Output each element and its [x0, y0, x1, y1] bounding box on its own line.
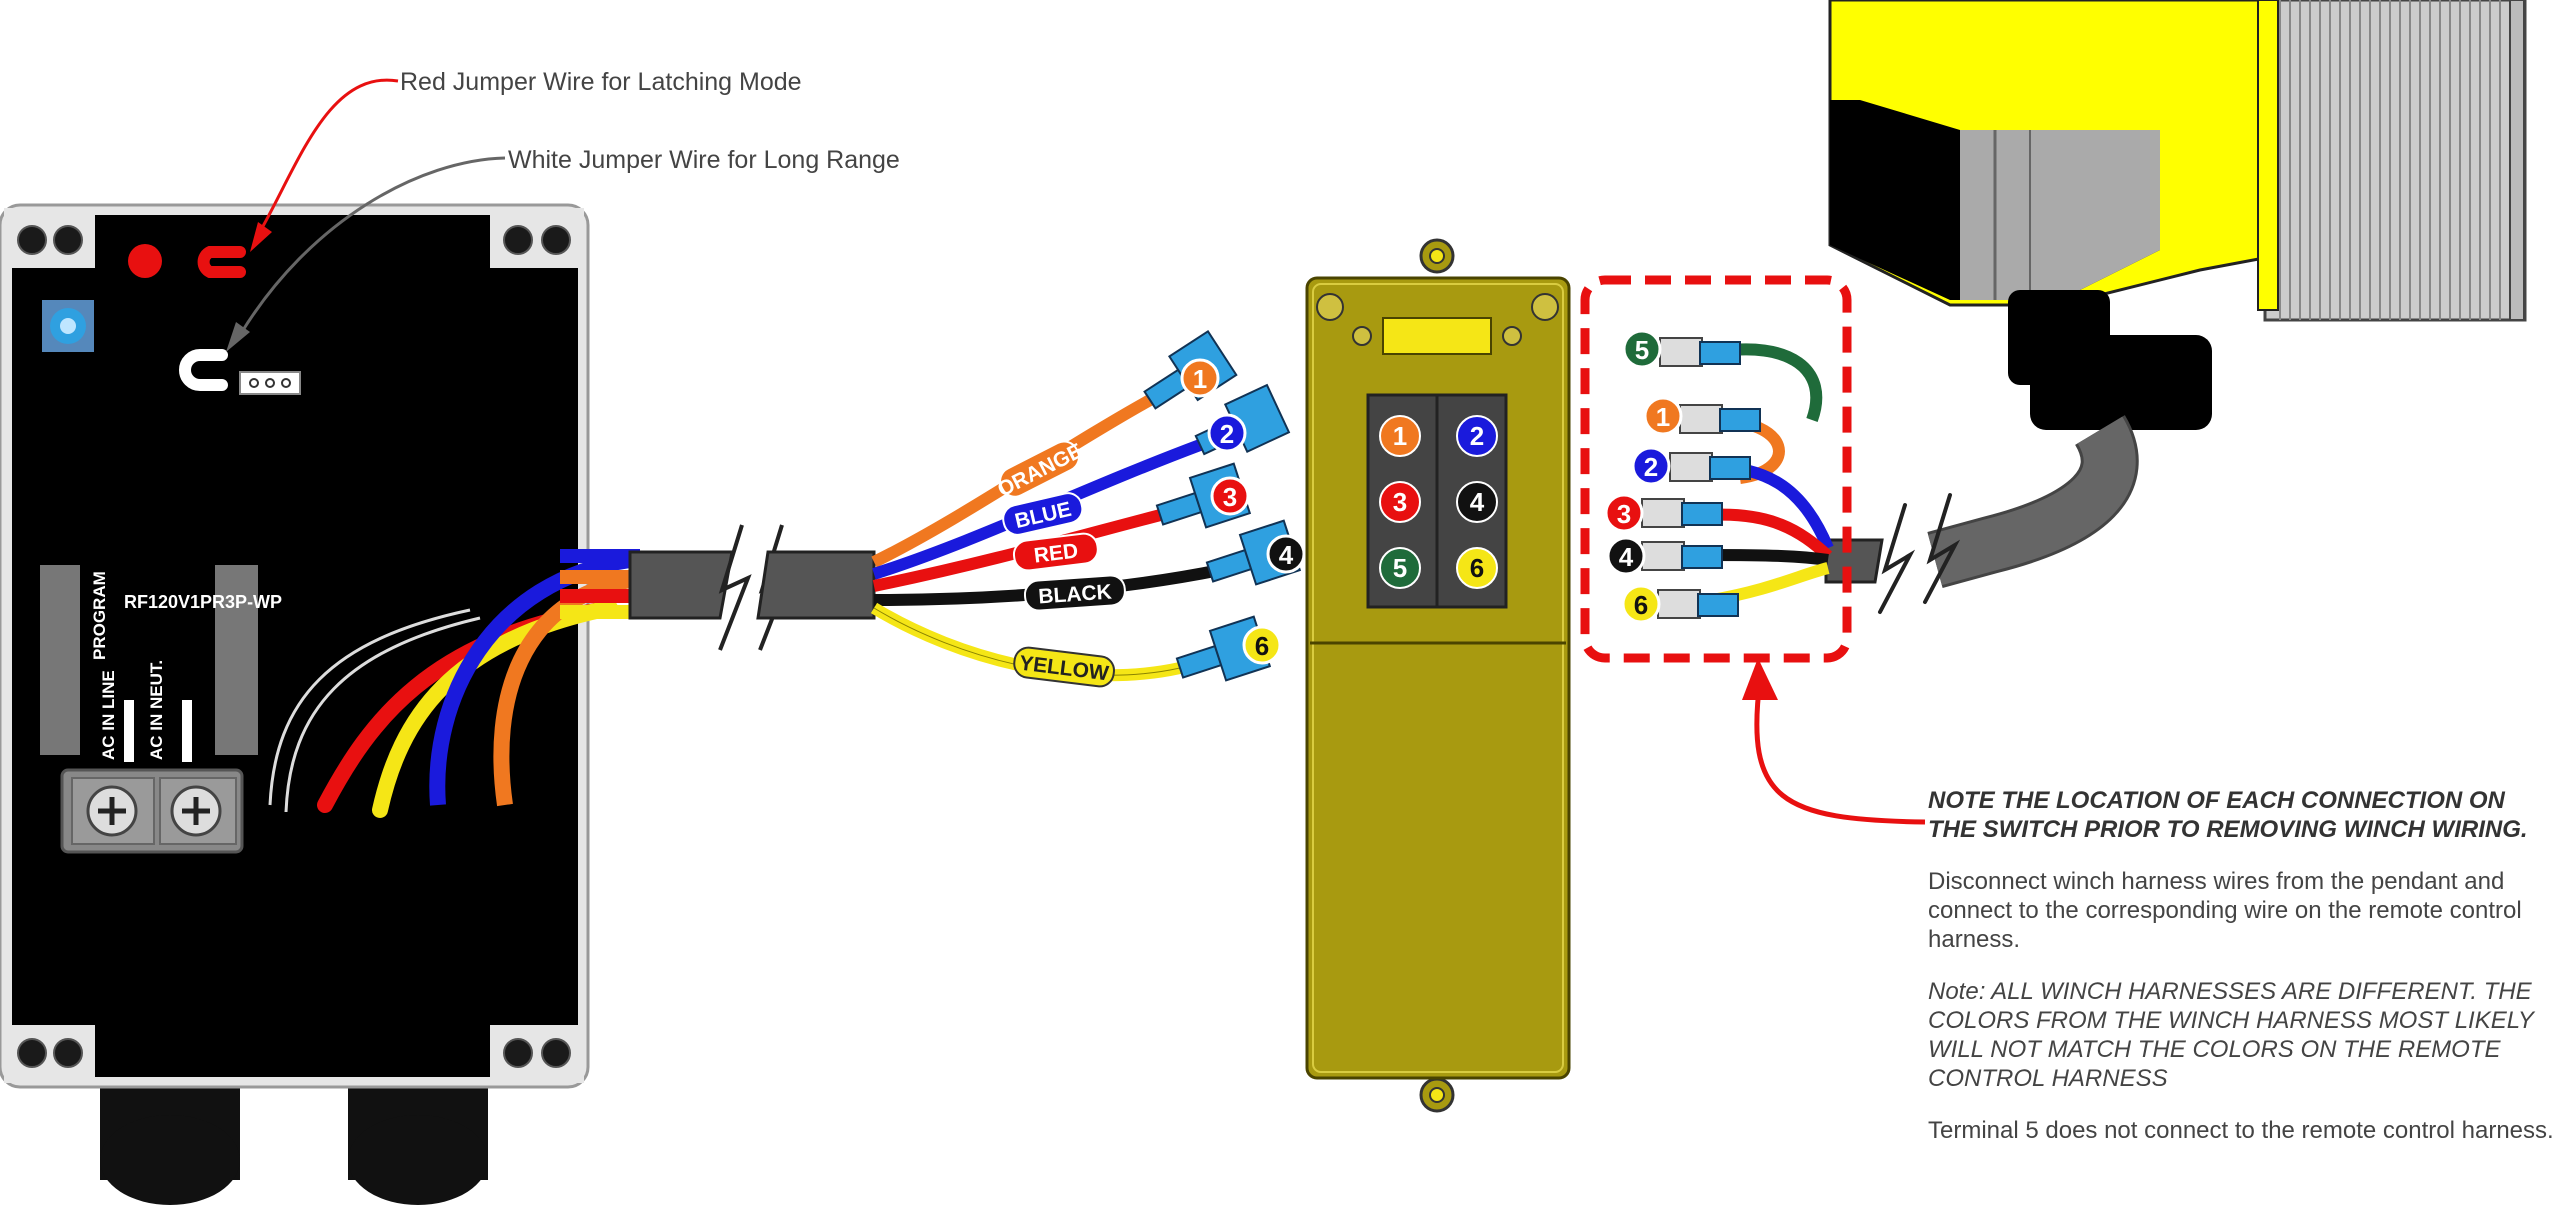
svg-text:6: 6 — [1470, 553, 1484, 583]
program-label: PROGRAM — [90, 571, 109, 660]
ac-in-line-label: AC IN LINE — [99, 670, 118, 760]
screw-icon — [53, 1038, 83, 1068]
svg-text:3: 3 — [1393, 487, 1407, 517]
screw-icon — [17, 1038, 47, 1068]
note-warning: Note: ALL WINCH HARNESSES ARE DIFFERENT.… — [1928, 978, 2534, 1092]
svg-text:2: 2 — [1470, 421, 1484, 451]
red-jumper-callout: Red Jumper Wire for Latching Mode — [250, 68, 802, 252]
terminal-screw-icon — [86, 785, 138, 837]
note-terminal5: Terminal 5 does not connect to the remot… — [1928, 1117, 2554, 1144]
winch-connector-6: 6 — [1621, 584, 1739, 624]
svg-text:6: 6 — [1634, 590, 1648, 620]
wire-label-black: BLACK — [1023, 574, 1126, 612]
svg-text:4: 4 — [1470, 487, 1485, 517]
receiver-box: PROGRAM RF120V1PR3P-WP AC IN LINE AC IN … — [0, 203, 632, 1205]
svg-text:5: 5 — [1393, 553, 1407, 583]
svg-text:4: 4 — [1279, 540, 1294, 570]
switch-terminal-3: 3 — [1379, 481, 1421, 523]
red-jumper-dot-icon — [128, 244, 162, 278]
winch-connector-3: 3 — [1604, 493, 1723, 533]
winch-connector-2: 2 — [1631, 446, 1751, 486]
wire-label-yellow: YELLOW — [1013, 646, 1115, 688]
harness-terminal-1-badge — [1180, 358, 1220, 398]
jumper-header — [239, 371, 301, 395]
switch-terminal-5: 5 — [1379, 547, 1421, 589]
terminal-screw-icon — [170, 785, 222, 837]
svg-text:6: 6 — [1255, 631, 1269, 661]
harness-terminal-6-badge — [1242, 625, 1282, 665]
svg-text:3: 3 — [1617, 499, 1631, 529]
switch-terminal-2: 2 — [1456, 415, 1498, 457]
white-jumper-callout: White Jumper Wire for Long Range — [226, 146, 900, 352]
svg-text:1: 1 — [1656, 402, 1670, 432]
red-jumper-icon — [197, 246, 246, 278]
winch-drum — [2263, 0, 2527, 322]
harness-terminal-4-badge — [1266, 534, 1306, 574]
instructions-panel: NOTE THE LOCATION OF EACH CONNECTION ON … — [1928, 786, 2558, 1168]
svg-text:3: 3 — [1223, 482, 1237, 512]
screw-icon — [503, 1038, 533, 1068]
switch-terminal-1: 1 — [1379, 415, 1421, 457]
ac-in-neut-label: AC IN NEUT. — [147, 660, 166, 760]
remote-harness-cable — [560, 524, 876, 651]
note-instruction: Disconnect winch harness wires from the … — [1928, 868, 2522, 953]
screw-icon — [17, 225, 47, 255]
note-pointer-arrow — [1742, 658, 1926, 825]
cable-break-icon — [1878, 503, 1916, 614]
screw-icon — [1316, 293, 1344, 321]
switch-terminal-4: 4 — [1456, 481, 1498, 523]
winch — [1824, 0, 2527, 614]
cable-break-icon — [718, 524, 752, 651]
winch-connection-highlight — [1580, 275, 1852, 663]
svg-text:Red Jumper Wire for Latching M: Red Jumper Wire for Latching Mode — [400, 68, 802, 96]
winch-connector-5: 5 — [1622, 329, 1741, 369]
svg-text:4: 4 — [1619, 542, 1634, 572]
svg-text:5: 5 — [1635, 335, 1649, 365]
svg-text:1: 1 — [1193, 364, 1207, 394]
svg-text:RED: RED — [1033, 539, 1080, 567]
screw-icon — [1531, 293, 1559, 321]
winch-connector-1: 1 — [1643, 396, 1761, 436]
svg-text:1: 1 — [1393, 421, 1407, 451]
wire-label-red: RED — [1012, 532, 1099, 572]
svg-text:White Jumper Wire for Long Ran: White Jumper Wire for Long Range — [508, 146, 900, 174]
svg-text:2: 2 — [1644, 452, 1658, 482]
svg-text:2: 2 — [1220, 419, 1234, 449]
pendant-switch — [1305, 238, 1571, 1113]
receiver-model-label: RF120V1PR3P-WP — [124, 592, 282, 612]
winch-connector-4: 4 — [1606, 536, 1723, 576]
harness-terminal-2-badge — [1207, 413, 1247, 453]
screw-icon — [53, 225, 83, 255]
switch-terminal-6: 6 — [1456, 547, 1498, 589]
screw-icon — [541, 225, 571, 255]
screw-icon — [503, 225, 533, 255]
svg-text:BLACK: BLACK — [1038, 580, 1113, 608]
screw-icon — [541, 1038, 571, 1068]
white-jumper-icon — [179, 349, 228, 391]
note-heading: NOTE THE LOCATION OF EACH CONNECTION ON … — [1928, 787, 2528, 843]
harness-terminal-3-badge — [1210, 476, 1250, 516]
